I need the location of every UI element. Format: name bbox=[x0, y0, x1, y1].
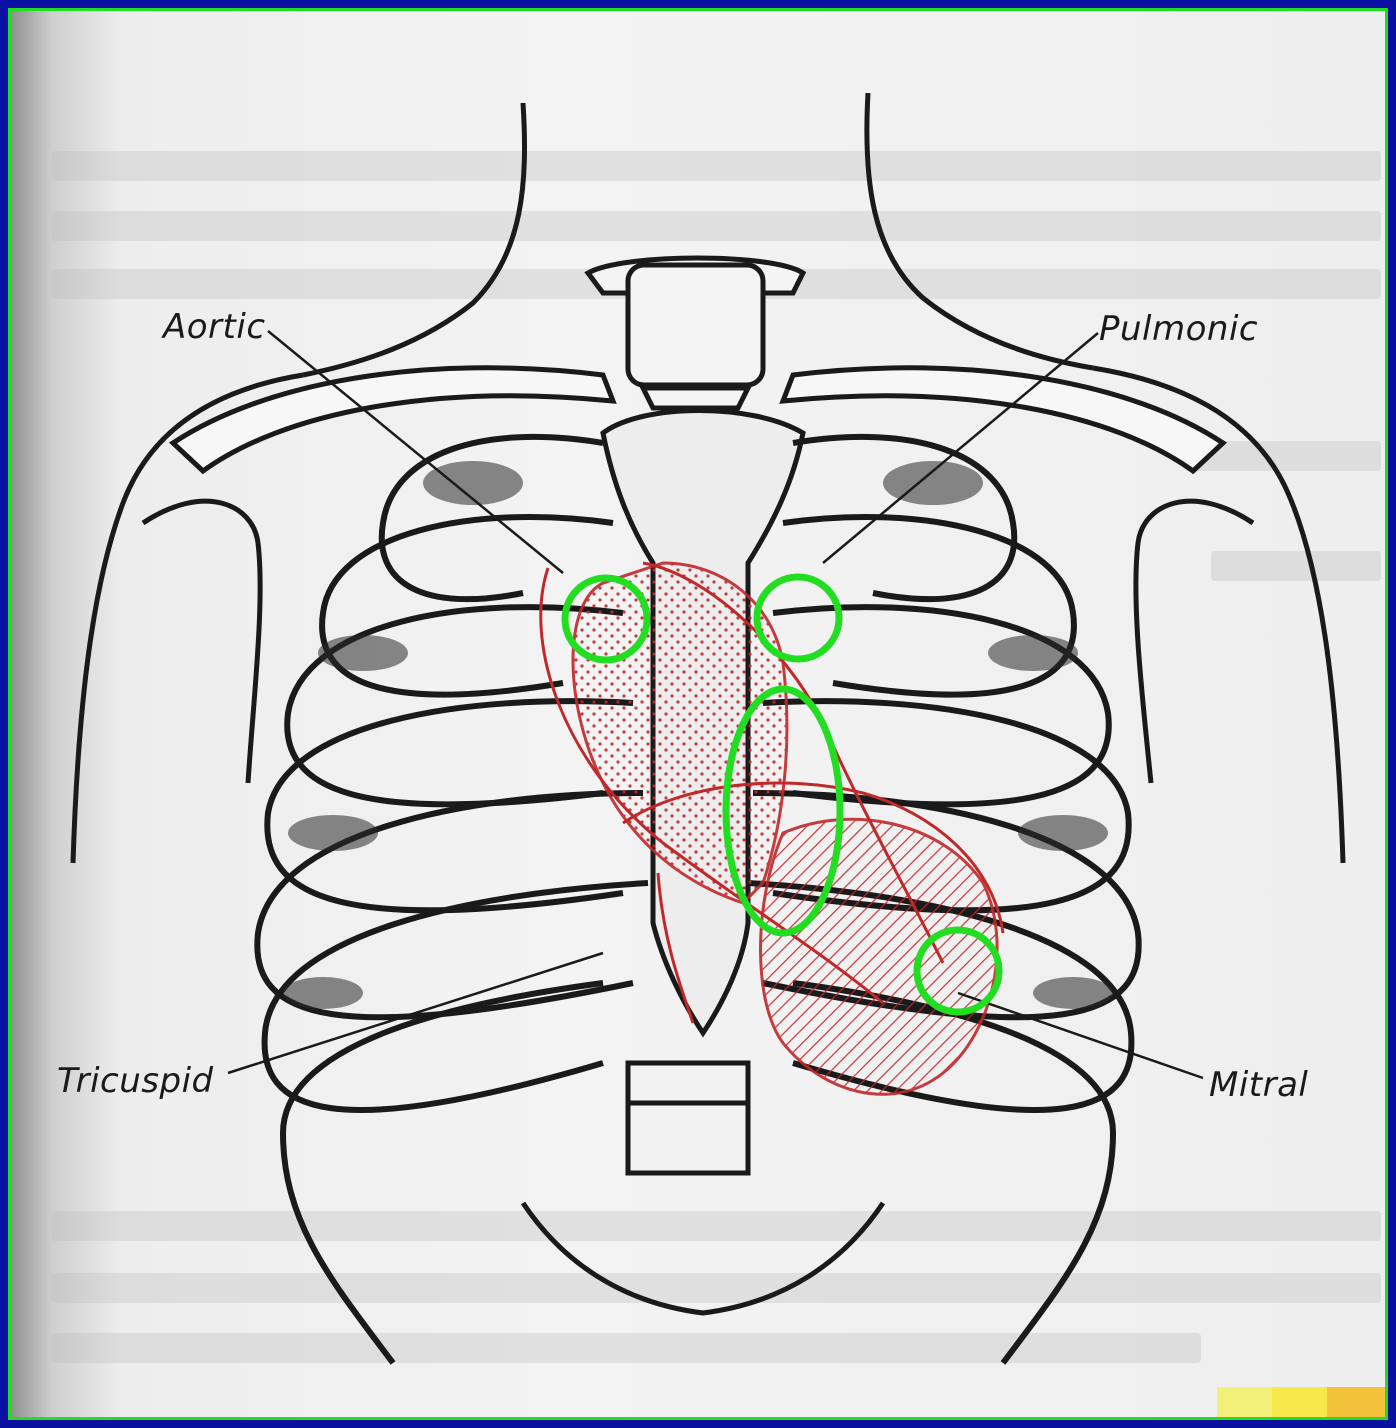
color-swatch bbox=[1272, 1387, 1327, 1420]
color-swatch bbox=[1327, 1387, 1388, 1420]
label-aortic: Aortic bbox=[163, 307, 266, 347]
label-tricuspid: Tricuspid bbox=[57, 1061, 214, 1101]
figure-canvas: Aortic Pulmonic Tricuspid Mitral bbox=[8, 8, 1388, 1420]
thorax-diagram bbox=[11, 11, 1388, 1420]
spine-lower bbox=[523, 1063, 883, 1313]
pulmonic-area-circle bbox=[757, 577, 839, 659]
label-mitral: Mitral bbox=[1209, 1065, 1308, 1105]
vertebra bbox=[588, 258, 803, 408]
color-swatch bbox=[1217, 1387, 1272, 1420]
heart-hatched-region bbox=[761, 819, 998, 1094]
ribs-left bbox=[257, 437, 648, 1363]
label-pulmonic: Pulmonic bbox=[1099, 309, 1258, 349]
